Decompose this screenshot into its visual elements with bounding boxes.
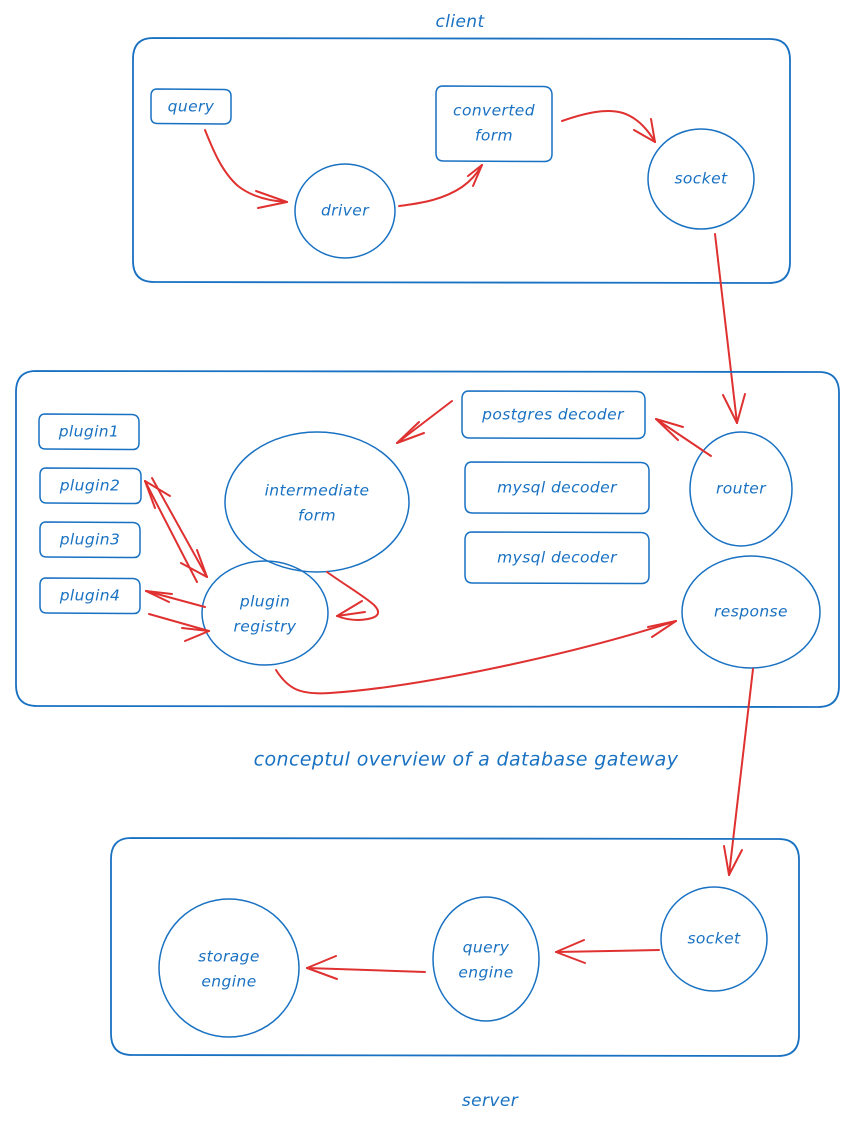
intermediate-form-label-line2: form [298, 507, 336, 525]
server-socket-ellipse-border [660, 886, 768, 992]
plugin3-label: plugin3 [59, 531, 121, 549]
arrow-plugin-registry-to-response [275, 620, 677, 695]
plugin1-label: plugin1 [58, 423, 120, 441]
plugin4-box-border [39, 577, 141, 615]
mysql-decoder-2-box-border [464, 531, 650, 585]
node-plugin2[interactable]: plugin2 [39, 467, 142, 505]
node-mysql-decoder-2[interactable]: mysql decoder [464, 531, 650, 585]
node-mysql-decoder-1[interactable]: mysql decoder [464, 461, 650, 515]
node-plugin1[interactable]: plugin1 [38, 413, 140, 451]
plugin3-box-border [39, 521, 141, 559]
plugin4-label: plugin4 [59, 587, 121, 605]
intermediate-form-label-line1: intermediate [265, 482, 370, 500]
intermediate-form-ellipse-border [224, 431, 410, 573]
mysql-decoder-1-label: mysql decoder [497, 479, 618, 497]
node-postgres-decoder[interactable]: postgres decoder [461, 390, 646, 440]
client-group-label: client [435, 12, 485, 32]
query-label: query [168, 98, 215, 116]
query-engine-ellipse-border [432, 896, 540, 1022]
postgres-decoder-label: postgres decoder [481, 406, 625, 424]
node-query[interactable]: query [150, 88, 232, 125]
query-box-border [150, 88, 232, 125]
arrow-server-socket-to-query-engine [555, 939, 660, 964]
node-driver[interactable]: driver [294, 163, 396, 259]
group-server: server storage engine query engine socke… [110, 837, 800, 1111]
driver-label: driver [321, 202, 370, 220]
storage-engine-label-line2: engine [201, 973, 256, 991]
plugin2-label: plugin2 [59, 477, 121, 495]
node-client-socket[interactable]: socket [647, 128, 755, 230]
mysql-decoder-2-label: mysql decoder [497, 549, 618, 567]
node-converted-form[interactable]: converted form [435, 85, 553, 163]
arrow-router-to-postgres-decoder [655, 418, 712, 457]
arrow-query-to-driver [204, 129, 288, 209]
mysql-decoder-1-box-border [464, 461, 650, 515]
converted-form-box-border [435, 85, 553, 163]
storage-engine-label-line1: storage [198, 948, 260, 966]
query-engine-label-line2: engine [458, 964, 513, 982]
node-query-engine[interactable]: query engine [432, 896, 540, 1022]
group-client: client query driver converted form socke… [132, 12, 791, 284]
response-label: response [714, 603, 788, 621]
node-intermediate-form[interactable]: intermediate form [224, 431, 410, 573]
client-socket-label: socket [674, 170, 728, 188]
server-socket-label: socket [687, 930, 741, 948]
client-container-border [132, 37, 791, 284]
diagram-caption: conceptul overview of a database gateway [254, 749, 679, 771]
arrow-postgres-decoder-to-intermediate-form [396, 400, 453, 444]
node-response[interactable]: response [681, 555, 821, 669]
node-plugin4[interactable]: plugin4 [39, 577, 141, 615]
driver-ellipse-border [294, 163, 396, 259]
plugin2-box-border [39, 467, 142, 505]
arrow-query-engine-to-storage-engine [306, 955, 426, 980]
node-plugin-registry[interactable]: plugin registry [201, 560, 329, 666]
router-label: router [716, 480, 767, 498]
arrow-intermediate-form-to-plugin-registry [326, 571, 380, 621]
plugin-registry-label-line1: plugin [239, 593, 290, 611]
group-gateway: plugin1 plugin2 plugin3 plugin4 intermed… [15, 370, 840, 708]
node-router[interactable]: router [689, 431, 793, 547]
gateway-container-border [15, 370, 840, 708]
node-server-socket[interactable]: socket [660, 886, 768, 992]
arrow-converted-form-to-socket [561, 110, 656, 143]
plugin-registry-label-line2: registry [234, 618, 297, 636]
arrow-driver-to-converted-form [398, 164, 483, 207]
response-ellipse-border [681, 555, 821, 669]
plugin-registry-ellipse-border [201, 560, 329, 666]
converted-form-label-line1: converted [453, 102, 535, 120]
node-plugin3[interactable]: plugin3 [39, 521, 141, 559]
storage-engine-ellipse-border [158, 898, 300, 1038]
node-storage-engine[interactable]: storage engine [158, 898, 300, 1038]
arrow-plugin-registry-to-plugin4 [145, 590, 210, 642]
query-engine-label-line1: query [463, 939, 510, 957]
server-group-label: server [462, 1091, 519, 1111]
arrow-client-socket-to-router [714, 233, 746, 424]
arrow-plugin-registry-to-plugin2 [144, 477, 208, 583]
postgres-decoder-box-border [461, 390, 646, 440]
arrow-response-to-server-socket [723, 668, 754, 876]
client-socket-ellipse-border [647, 128, 755, 230]
converted-form-label-line2: form [475, 127, 513, 145]
server-container-border [110, 837, 800, 1057]
plugin1-box-border [38, 413, 140, 451]
router-ellipse-border [689, 431, 793, 547]
